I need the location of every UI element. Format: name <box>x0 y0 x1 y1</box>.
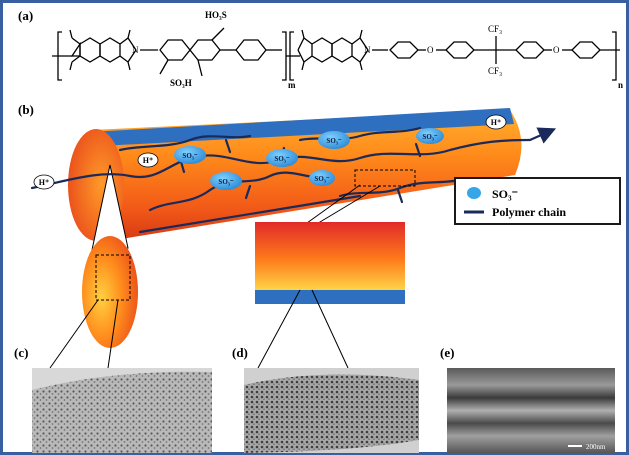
chem-n-1: N <box>132 45 139 55</box>
chem-cf3-top: CF₃ <box>488 24 502 34</box>
panel-d-label: (d) <box>232 345 248 360</box>
legend-polymer-label: Polymer chain <box>492 205 566 219</box>
chem-n-2: N <box>364 45 371 55</box>
legend-sulfonate-label: SO₃⁻ <box>492 187 518 201</box>
chem-n-subscript: n <box>618 80 623 90</box>
panel-a-label: (a) <box>18 8 33 23</box>
chem-m: m <box>288 80 296 90</box>
proton-label: H⁺ <box>491 118 501 127</box>
gradient-block-blue-layer <box>255 290 405 304</box>
scale-bar-label: 200nm <box>586 443 606 451</box>
sulfonate-label: SO₃⁻ <box>314 175 329 183</box>
panel-e-label: (e) <box>440 345 454 360</box>
legend-sulfonate-swatch <box>467 187 481 199</box>
panel-e-sem-image <box>447 368 615 453</box>
sulfonate-label: SO₃⁻ <box>326 137 341 145</box>
chem-o-1: O <box>427 45 434 55</box>
panel-c-label: (c) <box>14 345 28 360</box>
sulfonate-label: SO₃⁻ <box>182 152 197 160</box>
sulfonate-label: SO₃⁻ <box>274 155 289 163</box>
panel-d-tem-image <box>244 375 419 453</box>
chem-cf3-bottom: CF₃ <box>488 66 502 76</box>
proton-label: H⁺ <box>143 156 153 165</box>
legend: SO₃⁻ Polymer chain <box>455 178 620 224</box>
chem-o-2: O <box>553 45 560 55</box>
chem-so3h: SO₃H <box>170 78 192 88</box>
sulfonate-label: SO₃⁻ <box>422 133 437 141</box>
proton-label: H⁺ <box>39 178 49 187</box>
panel-b-label: (b) <box>18 102 34 117</box>
sulfonate-label: SO₃⁻ <box>218 178 233 186</box>
chem-ho3s: HO₃S <box>205 10 227 20</box>
